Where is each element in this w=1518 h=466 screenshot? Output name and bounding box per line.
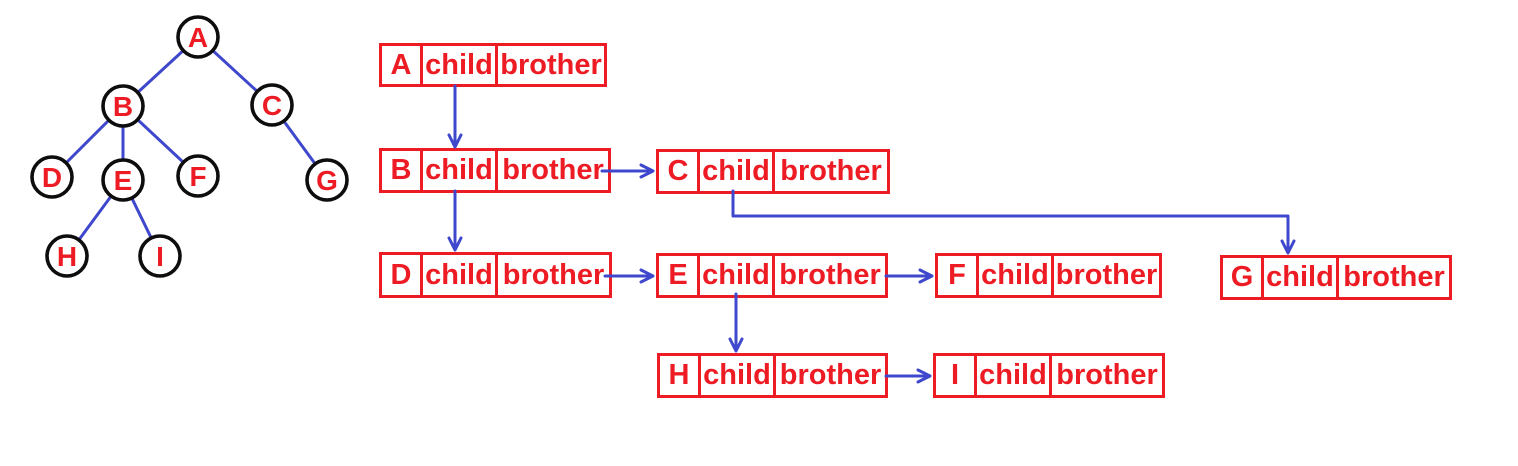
child-pointer-cell: child <box>701 356 776 395</box>
child-pointer-cell: child <box>423 255 498 295</box>
record-key-cell-F: F <box>938 256 979 295</box>
brother-pointer-cell: brother <box>502 258 605 291</box>
brother-pointer-cell: brother <box>779 259 881 291</box>
child-pointer-cell: child <box>979 256 1054 295</box>
brother-pointer-cell: brother <box>502 154 604 186</box>
child-pointer-cell: child <box>423 151 498 190</box>
record-key-cell-G: G <box>1223 258 1264 297</box>
brother-pointer-cell: brother <box>779 359 882 391</box>
record-key-cell-A: A <box>382 46 423 84</box>
brother-pointer-cell: brother <box>1056 359 1158 391</box>
child-pointer-cell: child <box>977 356 1052 395</box>
brother-pointer-cell: brother <box>1055 259 1158 291</box>
record-key-cell-I: I <box>936 356 977 395</box>
brother-pointer-cell: brother <box>500 48 602 81</box>
brother-pointer-cell: brother <box>780 155 882 187</box>
child-pointer-cell: child <box>1264 258 1339 297</box>
brother-pointer-cell: brother <box>1343 261 1445 293</box>
child-pointer-cell: child <box>700 152 775 191</box>
record-key-cell-H: H <box>660 356 701 395</box>
record-key-cell-E: E <box>659 256 700 295</box>
record-key-cell-D: D <box>382 255 423 295</box>
child-pointer-cell: child <box>700 256 775 295</box>
record-key-cell-C: C <box>659 152 700 191</box>
record-key-cell-B: B <box>382 151 423 190</box>
child-pointer-cell: child <box>423 46 498 84</box>
